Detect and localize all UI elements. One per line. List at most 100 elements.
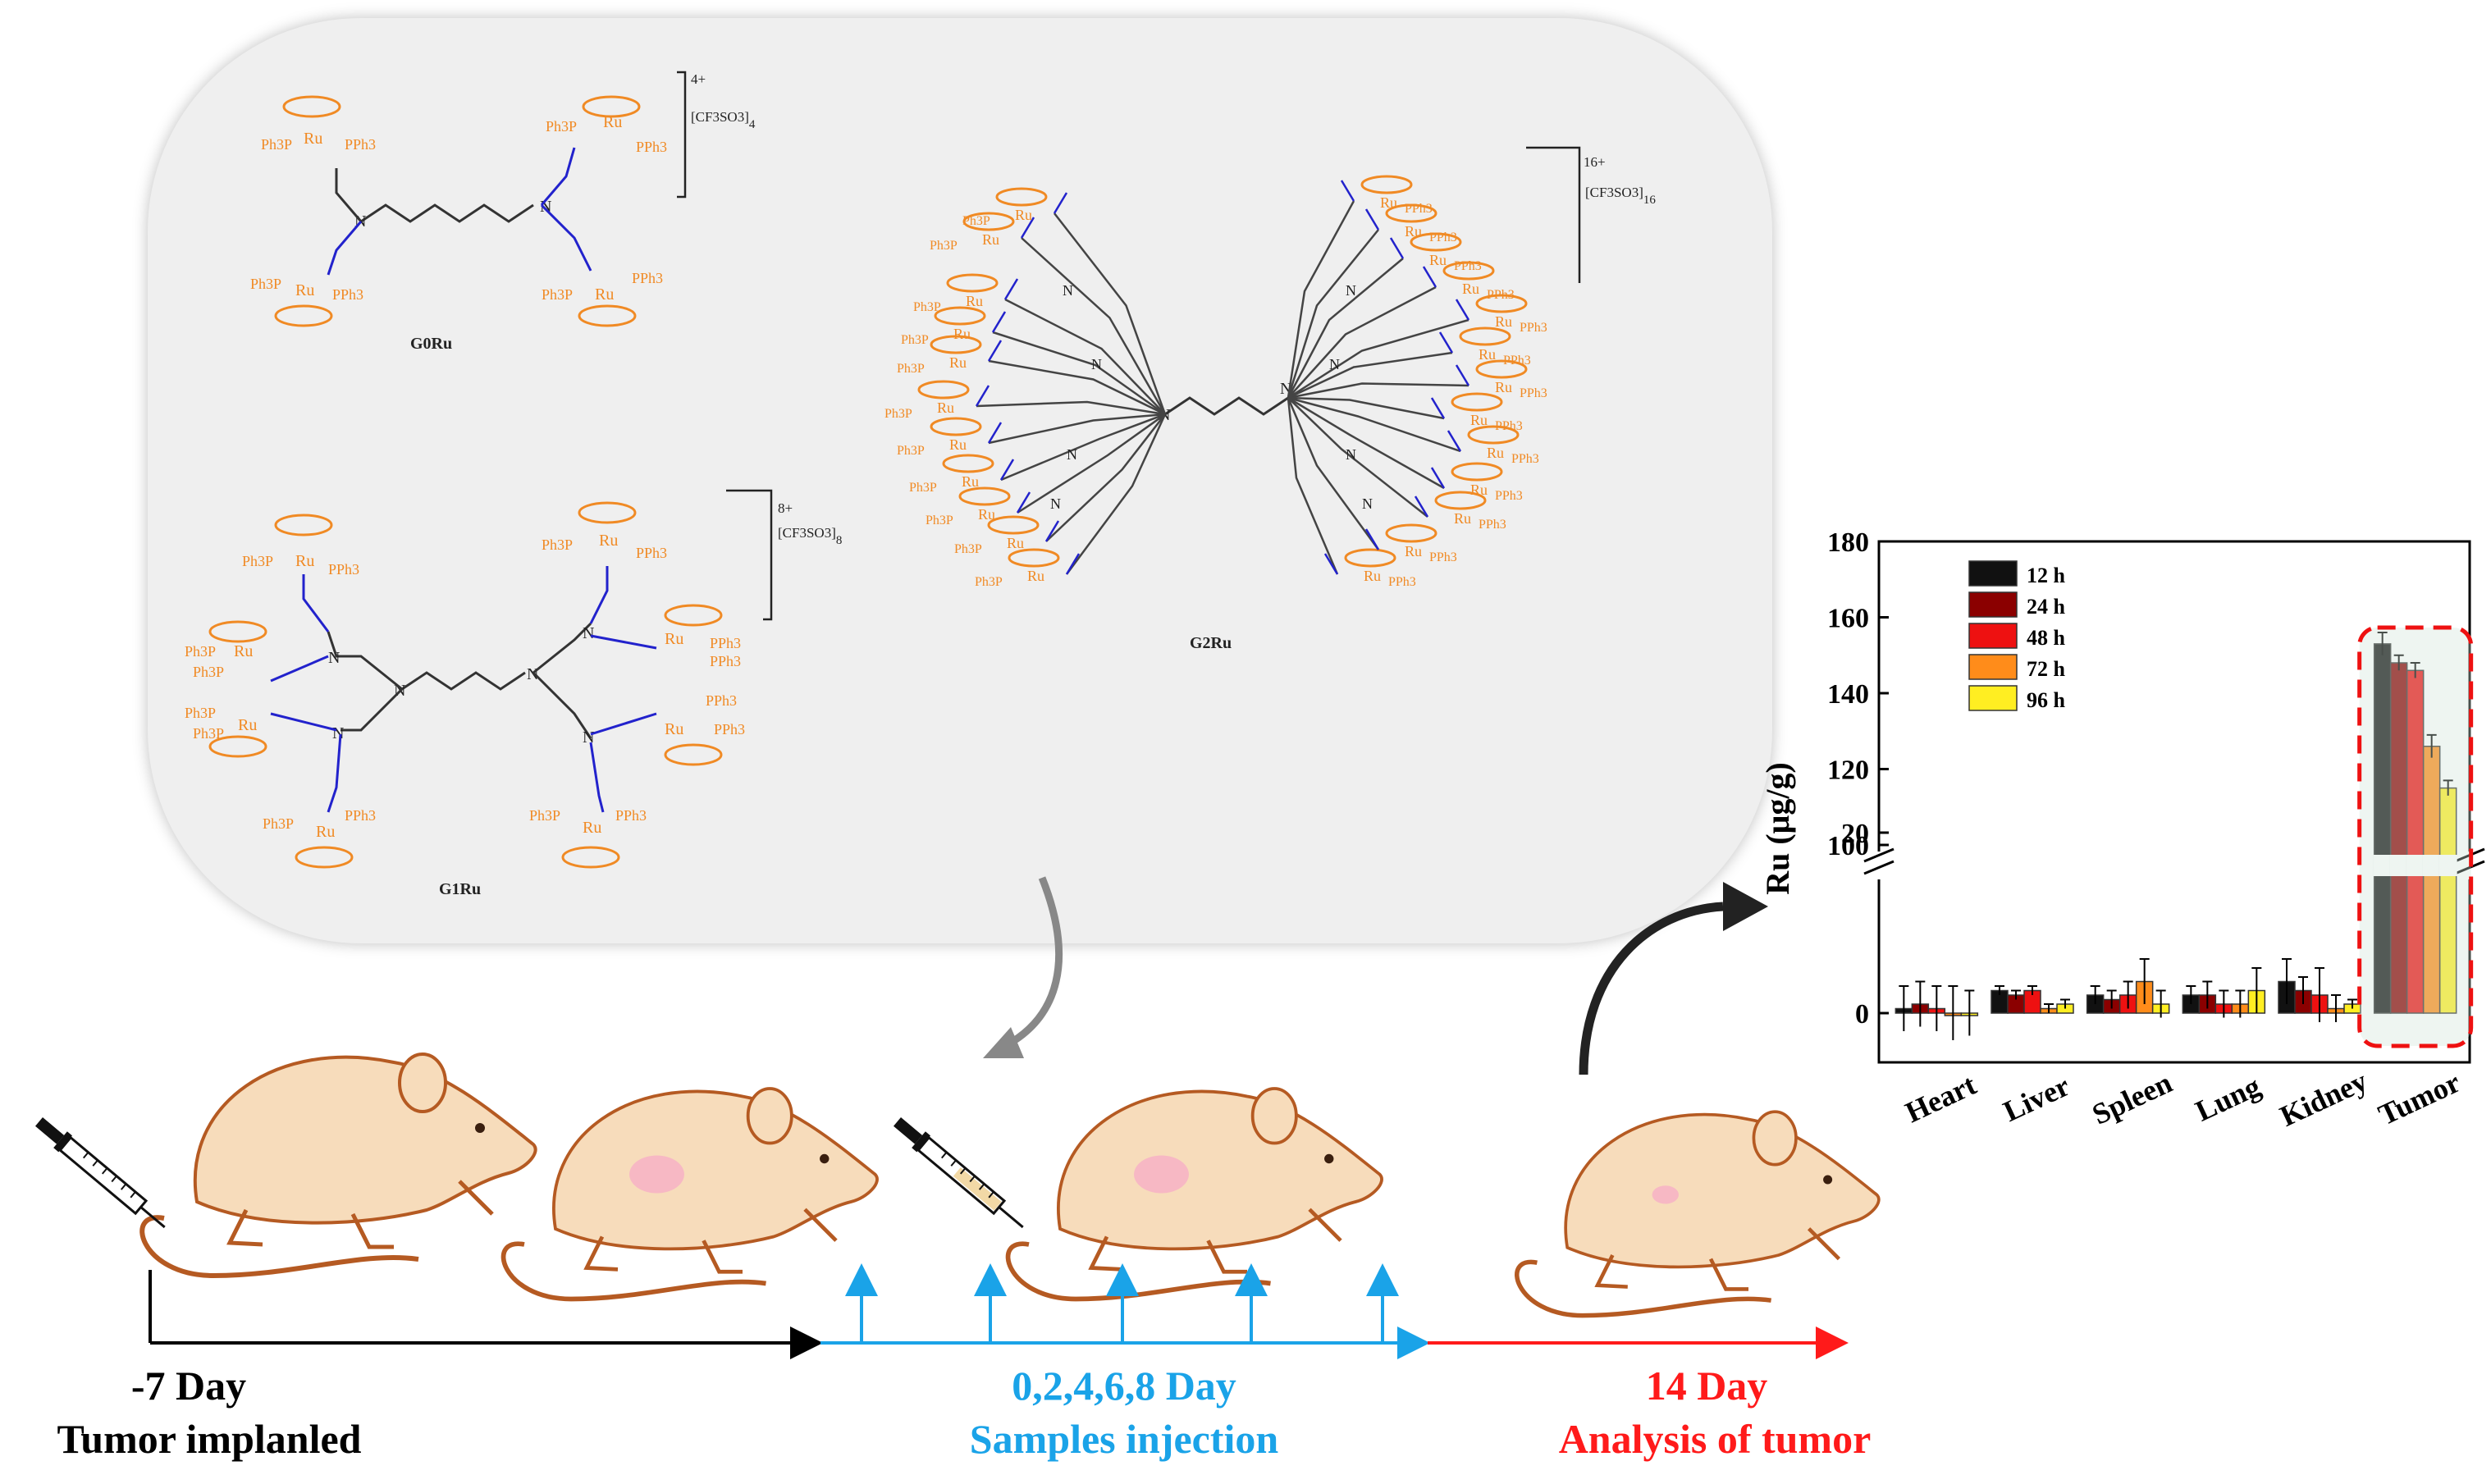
svg-text:Ru: Ru — [1479, 346, 1496, 363]
nitrogen-label: N — [1346, 282, 1356, 299]
svg-text:Ph3P: Ph3P — [901, 333, 929, 347]
svg-text:Ru: Ru — [1405, 223, 1422, 240]
svg-text:Ph3P: Ph3P — [261, 136, 292, 153]
nitrogen-label: N — [1050, 495, 1061, 512]
svg-text:Ph3P: Ph3P — [529, 807, 560, 824]
legend-swatch — [1968, 591, 2018, 618]
svg-text:N: N — [583, 728, 594, 747]
mouse-icon — [1005, 1087, 1383, 1302]
svg-text:PPh3: PPh3 — [1520, 321, 1547, 335]
svg-text:PPh3: PPh3 — [328, 561, 359, 578]
svg-text:N: N — [332, 724, 344, 742]
legend-label: 48 h — [2027, 626, 2066, 650]
svg-text:Ph3P: Ph3P — [250, 276, 281, 292]
timeline — [149, 1263, 1849, 1359]
svg-text:Ru: Ru — [949, 354, 967, 371]
svg-text:Ru: Ru — [1470, 412, 1488, 428]
ru-complex: Ru Ph3P PPh3 — [250, 276, 363, 327]
svg-text:PPh3: PPh3 — [345, 807, 376, 824]
svg-text:Ru: Ru — [665, 720, 683, 738]
y-tick-label: 140 — [1827, 679, 1869, 710]
molecule-g2ru: N N — [1159, 380, 1291, 424]
counterion-label: [CF3SO3]4 — [691, 109, 756, 131]
svg-text:PPh3: PPh3 — [636, 139, 667, 155]
svg-text:Ru: Ru — [304, 130, 322, 148]
stage2-label: Samples injection — [969, 1416, 1279, 1462]
svg-text:Ph3P: Ph3P — [913, 300, 941, 314]
charge-label: 8+ — [778, 500, 793, 516]
legend-label: 96 h — [2027, 688, 2066, 712]
svg-text:Ru: Ru — [1454, 510, 1471, 527]
svg-text:PPh3: PPh3 — [1511, 452, 1539, 466]
nitrogen-label: N — [1346, 446, 1356, 463]
svg-text:Ru: Ru — [949, 436, 967, 453]
svg-text:Ru: Ru — [962, 473, 979, 490]
svg-text:Ru: Ru — [1495, 379, 1512, 395]
svg-text:Ph3P: Ph3P — [263, 815, 294, 832]
svg-text:N: N — [527, 665, 538, 683]
svg-text:Ru: Ru — [982, 231, 999, 248]
charge-label: 16+ — [1584, 154, 1606, 170]
stage3-label: Analysis of tumor — [1558, 1416, 1872, 1462]
svg-text:Ru: Ru — [1405, 543, 1422, 559]
svg-text:Ph3P: Ph3P — [546, 118, 577, 135]
svg-text:PPh3: PPh3 — [345, 136, 376, 153]
molecule-g2ru-labels: 16+ [CF3SO3]16 G2Ru — [1190, 146, 1656, 652]
axis-break — [2454, 860, 2485, 875]
mouse-icon — [139, 1052, 537, 1279]
stage3-day: 14 Day — [1645, 1363, 1768, 1409]
axis-break — [1863, 847, 1895, 863]
x-tick-label: Heart — [1900, 1068, 1981, 1129]
y-tick-label: 180 — [1827, 527, 1869, 558]
nitrogen-label: N — [1067, 446, 1077, 463]
svg-text:Ru: Ru — [1015, 207, 1032, 223]
svg-text:Ru: Ru — [1364, 568, 1381, 584]
svg-text:PPh3: PPh3 — [632, 270, 663, 286]
axis-break — [1863, 860, 1895, 875]
svg-text:Ru: Ru — [1007, 535, 1024, 551]
injection-arrows — [845, 1263, 1399, 1343]
svg-text:Ph3P: Ph3P — [193, 725, 224, 742]
svg-text:PPh3: PPh3 — [1503, 354, 1531, 368]
charge-label: 4+ — [691, 71, 706, 87]
svg-text:PPh3: PPh3 — [1487, 288, 1515, 302]
svg-text:Ru: Ru — [1487, 445, 1504, 461]
svg-text:Ph3P: Ph3P — [962, 214, 990, 228]
y-tick-label: 160 — [1827, 604, 1869, 634]
y-tick-label: 0 — [1855, 999, 1869, 1030]
x-tick-label: Lung — [2191, 1070, 2265, 1128]
ru-complex: Ru Ph3P — [909, 454, 994, 495]
svg-text:Ph3P: Ph3P — [909, 481, 937, 495]
x-tick-label: Liver — [1998, 1069, 2074, 1128]
svg-text:PPh3: PPh3 — [1495, 489, 1523, 503]
tumor-spot — [1652, 1185, 1679, 1204]
svg-text:Ph3P: Ph3P — [926, 514, 953, 527]
svg-text:Ru: Ru — [234, 642, 253, 660]
counterion-label: [CF3SO3]8 — [778, 525, 842, 547]
ru-complex: Ru Ph3P PPh3 — [261, 95, 376, 153]
molecule-g0ru: N N Ru Ph3P PPh3 Ru Ph3P PPh3 Ru Ph3P PP… — [250, 71, 756, 353]
mouse-icon — [1515, 1110, 1881, 1318]
molecule-name-g1ru: G1Ru — [439, 880, 481, 898]
ru-complex: Ru Ph3P — [897, 335, 982, 376]
legend-label: 12 h — [2027, 564, 2066, 587]
tumor-spot — [1134, 1155, 1189, 1194]
svg-text:Ph3P: Ph3P — [884, 407, 912, 421]
